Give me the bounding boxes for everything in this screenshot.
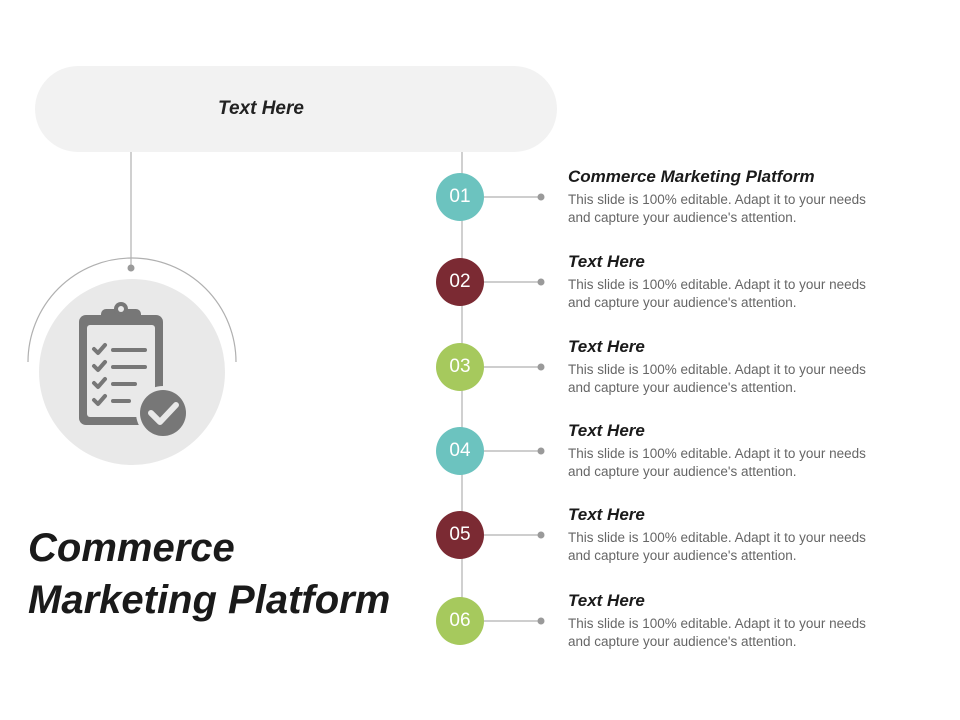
step-description-line-2: and capture your audience's attention. xyxy=(568,210,797,225)
step-description: This slide is 100% editable. Adapt it to… xyxy=(568,191,908,227)
step-description-line-1: This slide is 100% editable. Adapt it to… xyxy=(568,277,866,292)
step-connector-dot xyxy=(537,278,545,286)
step-description-line-1: This slide is 100% editable. Adapt it to… xyxy=(568,616,866,631)
step-connector-dot xyxy=(537,193,545,201)
step-heading: Text Here xyxy=(568,337,645,356)
step-connector-dot xyxy=(537,363,545,371)
step-description: This slide is 100% editable. Adapt it to… xyxy=(568,445,908,481)
step-number-badge: 01 xyxy=(436,173,484,221)
step-description-line-2: and capture your audience's attention. xyxy=(568,548,797,563)
step-number-badge: 04 xyxy=(436,427,484,475)
top-label-pill: Text Here xyxy=(35,66,557,152)
step-heading: Text Here xyxy=(568,421,645,440)
step-heading: Commerce Marketing Platform xyxy=(568,167,815,186)
step-connector-dot xyxy=(537,617,545,625)
step-description-line-1: This slide is 100% editable. Adapt it to… xyxy=(568,446,866,461)
step-number-badge: 02 xyxy=(436,258,484,306)
step-connector-dot xyxy=(537,447,545,455)
step-number-badge: 05 xyxy=(436,511,484,559)
step-connector-dot xyxy=(537,531,545,539)
top-label-text: Text Here xyxy=(218,98,304,119)
clipboard-checklist-icon xyxy=(39,279,225,465)
main-title-line-2: Marketing Platform xyxy=(28,578,391,622)
step-number-badge: 03 xyxy=(436,343,484,391)
step-description-line-2: and capture your audience's attention. xyxy=(568,380,797,395)
step-description: This slide is 100% editable. Adapt it to… xyxy=(568,276,908,312)
step-description-line-1: This slide is 100% editable. Adapt it to… xyxy=(568,192,866,207)
main-title-line-1: Commerce xyxy=(28,526,235,570)
step-description-line-2: and capture your audience's attention. xyxy=(568,295,797,310)
step-description-line-2: and capture your audience's attention. xyxy=(568,464,797,479)
step-number-badge: 06 xyxy=(436,597,484,645)
step-description: This slide is 100% editable. Adapt it to… xyxy=(568,361,908,397)
step-description-line-2: and capture your audience's attention. xyxy=(568,634,797,649)
step-description-line-1: This slide is 100% editable. Adapt it to… xyxy=(568,530,866,545)
main-title: Commerce Marketing Platform xyxy=(28,522,428,626)
step-description: This slide is 100% editable. Adapt it to… xyxy=(568,615,908,651)
step-description-line-1: This slide is 100% editable. Adapt it to… xyxy=(568,362,866,377)
step-description: This slide is 100% editable. Adapt it to… xyxy=(568,529,908,565)
step-heading: Text Here xyxy=(568,252,645,271)
step-heading: Text Here xyxy=(568,505,645,524)
step-heading: Text Here xyxy=(568,591,645,610)
